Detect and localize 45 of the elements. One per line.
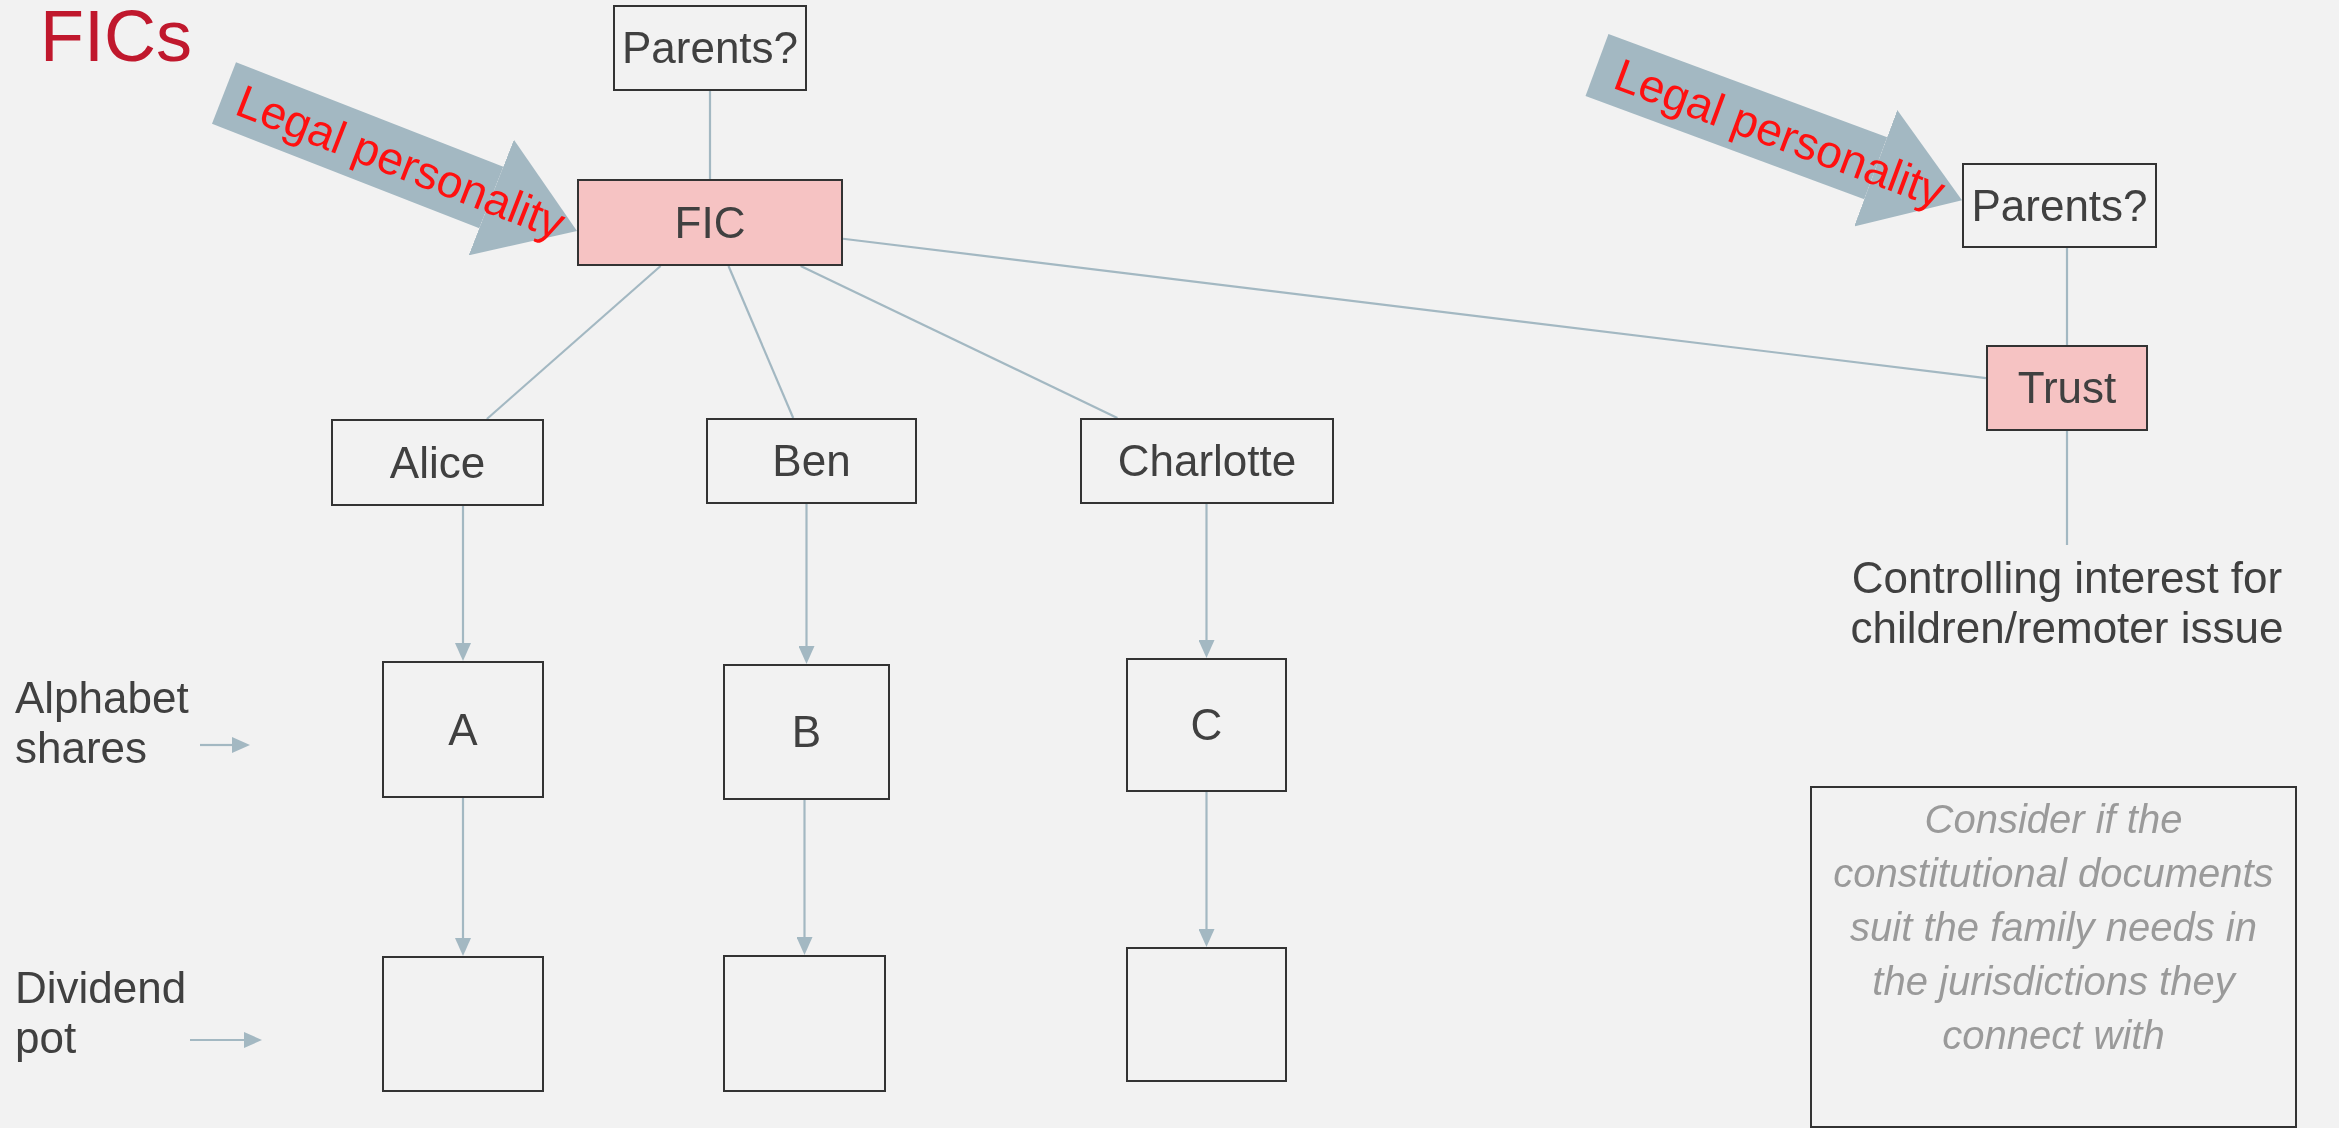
process-box [613, 5, 807, 91]
arrow [190, 1032, 262, 1048]
annotation-text: Controlling interest for children/remoter issue [1849, 552, 2285, 653]
arrow [798, 504, 815, 664]
box-label: Consider if the constitutional documents suit the family needs in the jurisdictions they connect with [1832, 796, 2275, 1059]
empty-box [1126, 947, 1287, 1082]
block-arrow [1585, 34, 1962, 227]
process-box [1962, 163, 2157, 248]
box-label: Ben [772, 436, 851, 486]
process-box [1080, 418, 1334, 504]
box-label: Alice [389, 437, 486, 488]
row-label: Alphabet shares [15, 672, 190, 773]
row-label: Dividend pot [15, 962, 188, 1063]
empty-box [723, 955, 886, 1092]
box-label: Trust [2017, 363, 2117, 413]
connector-line [2065, 248, 2069, 345]
box-label: A [448, 704, 478, 755]
box-label: Charlotte [1117, 436, 1297, 486]
arrow [1198, 792, 1215, 947]
arrow [455, 798, 471, 956]
arrow [200, 737, 250, 753]
box-label: C [1190, 700, 1223, 750]
connector-line [800, 265, 1118, 419]
note-box [1810, 786, 2297, 1128]
arrow [455, 506, 471, 661]
entity-box [577, 179, 843, 266]
process-box [331, 419, 544, 506]
connector-line [2065, 431, 2069, 545]
process-box [1126, 658, 1287, 792]
box-label: Parents? [621, 23, 799, 73]
arrow [1198, 504, 1215, 658]
box-label: FIC [674, 197, 746, 248]
connector-line [842, 237, 1987, 380]
slide-title: FICs [40, 0, 192, 72]
process-box [382, 661, 544, 798]
entity-box [1986, 345, 2148, 431]
connector-line [708, 91, 712, 179]
process-box [706, 418, 917, 504]
connector-line [486, 265, 662, 420]
connector-line [727, 265, 795, 419]
arrow [796, 800, 813, 955]
empty-box [382, 956, 544, 1092]
box-label: B [791, 707, 822, 757]
box-label: Parents? [1971, 180, 2148, 231]
process-box [723, 664, 890, 800]
